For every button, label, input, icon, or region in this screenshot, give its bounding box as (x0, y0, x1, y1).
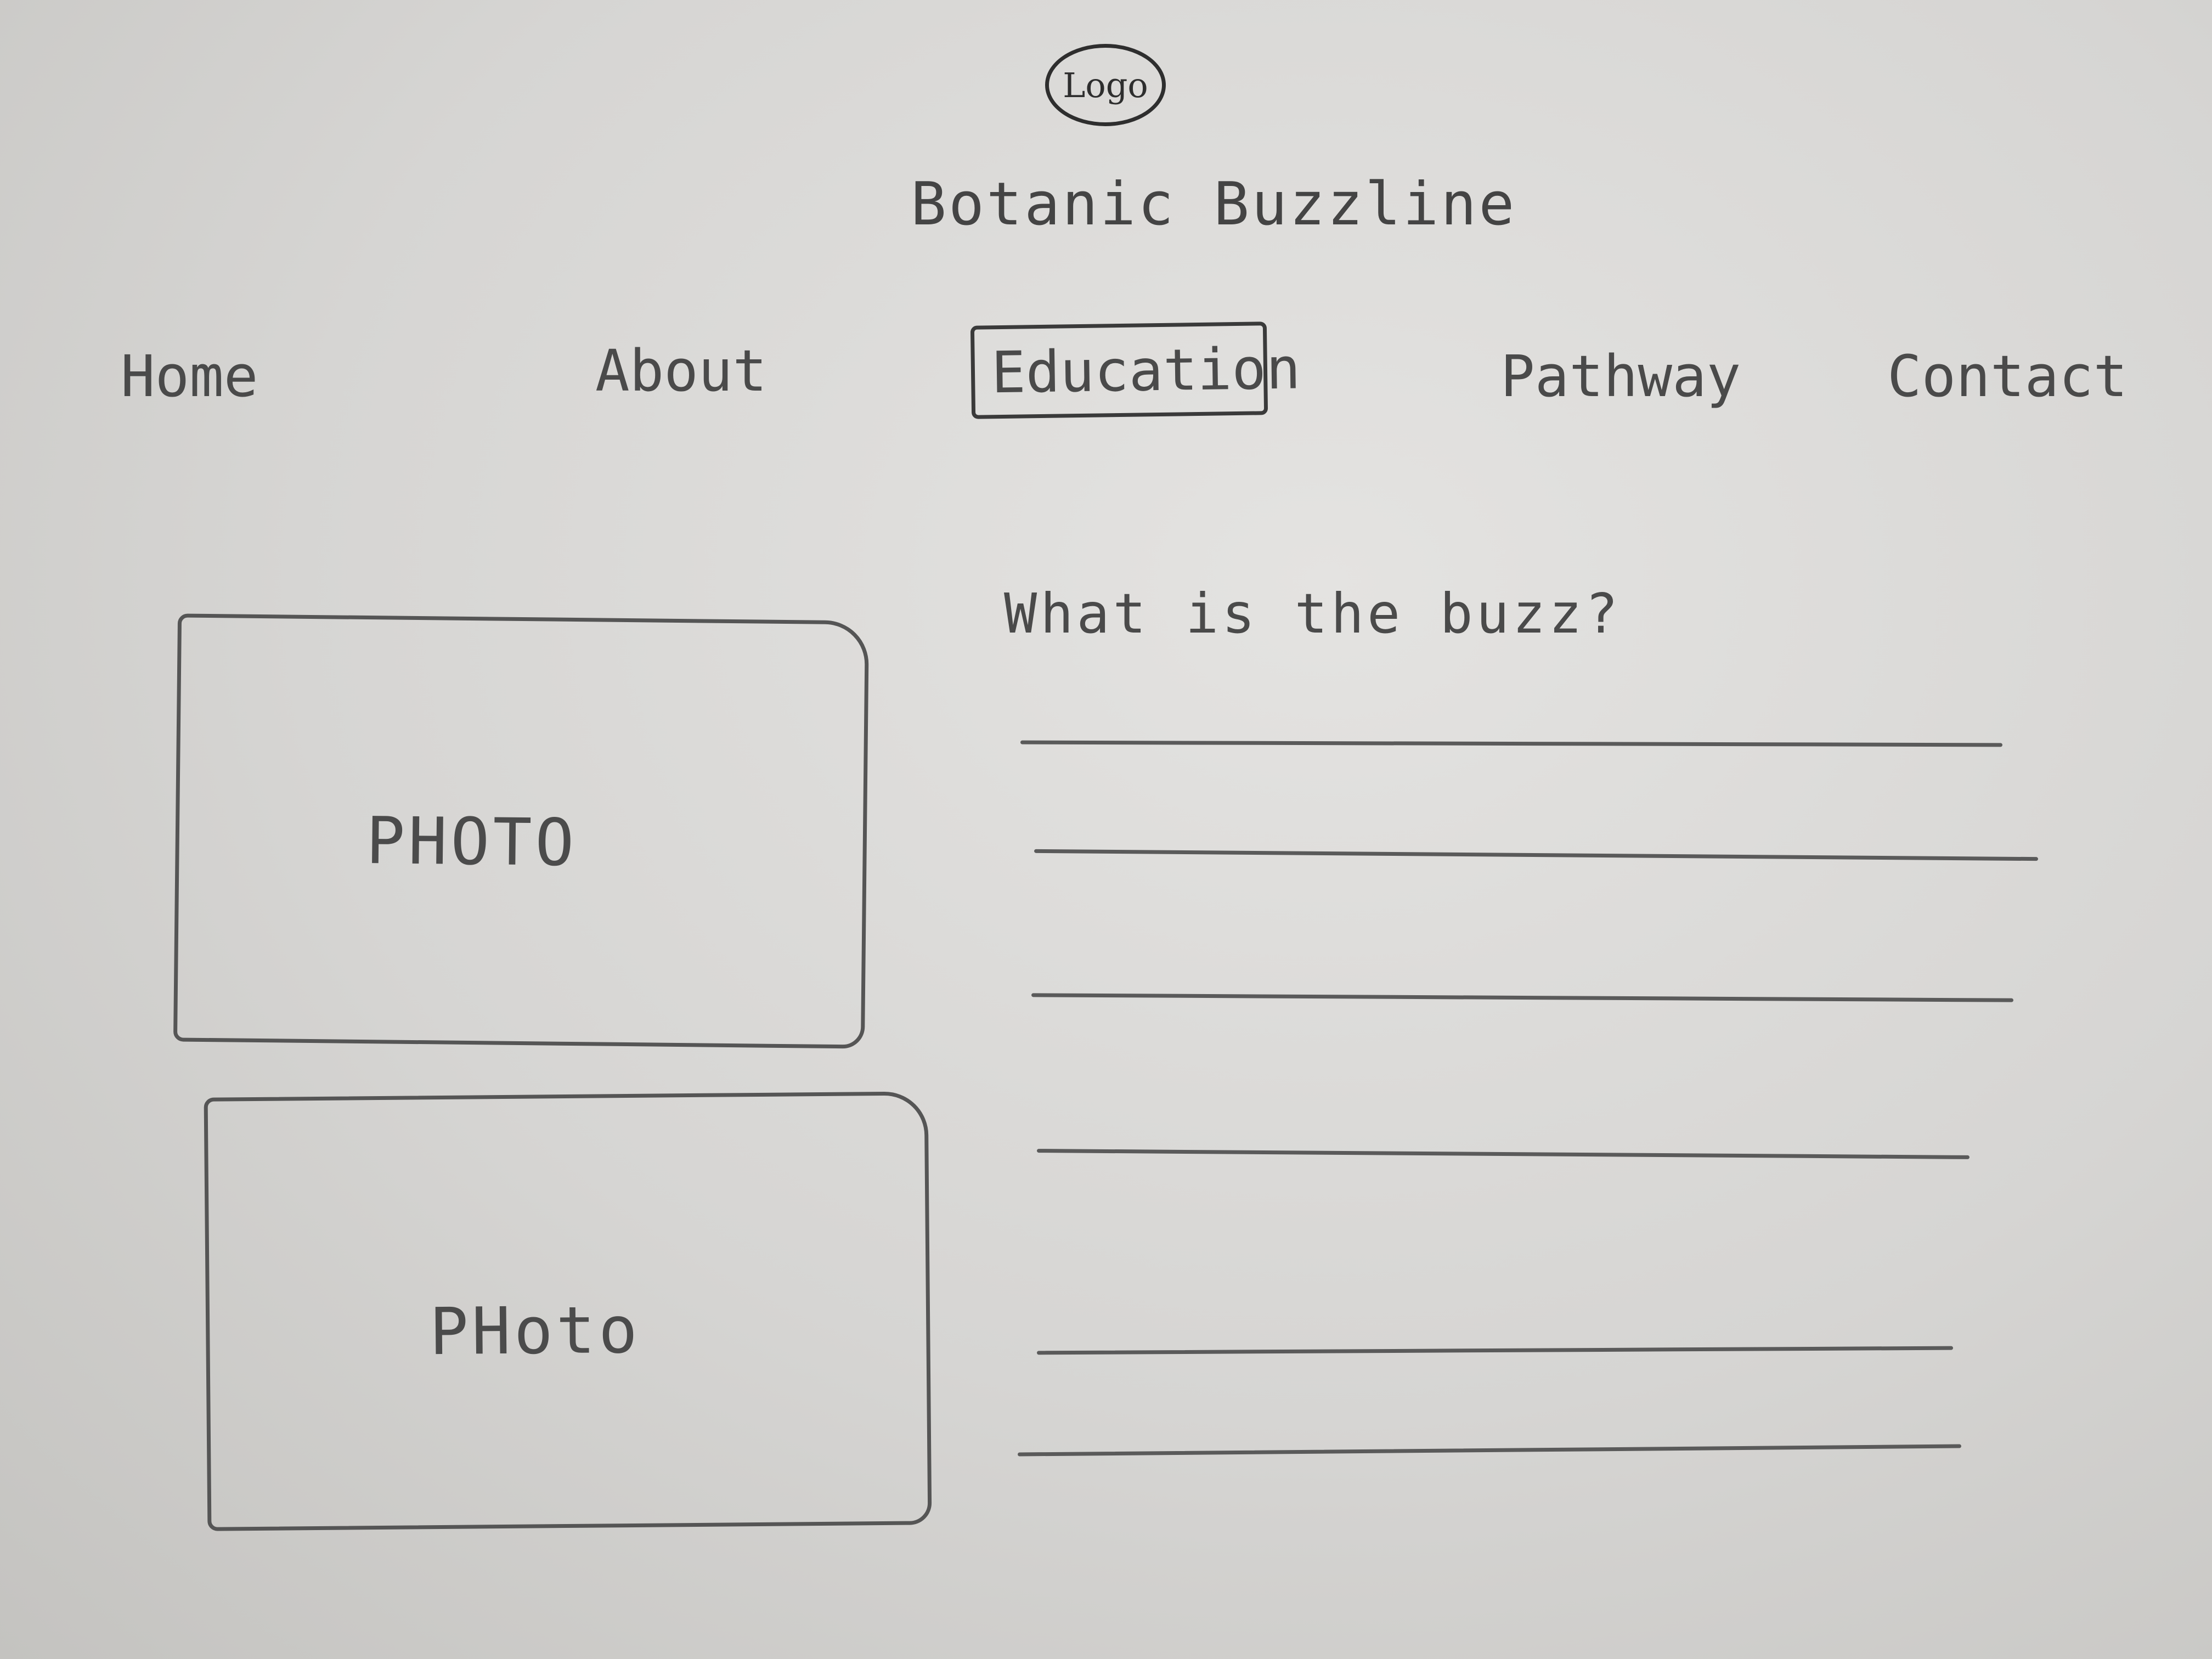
nav-about[interactable]: About (595, 337, 768, 404)
photo-label: PHOTO (365, 803, 578, 881)
text-line-placeholder (1020, 740, 2003, 747)
logo-text: Logo (1063, 65, 1148, 105)
text-line-placeholder (1031, 993, 2014, 1002)
photo-placeholder-2: PHoto (204, 1091, 932, 1531)
nav-home[interactable]: Home (121, 343, 258, 410)
logo[interactable]: Logo (1045, 44, 1166, 126)
buzz-heading: What is the buzz? (1004, 582, 1622, 646)
nav-contact[interactable]: Contact (1887, 343, 2128, 410)
nav-education-active[interactable]: Education (970, 321, 1301, 419)
text-line-placeholder (1034, 849, 2038, 861)
text-line-placeholder (1036, 1346, 1954, 1355)
photo-placeholder-1: PHOTO (173, 613, 870, 1049)
site-title: Botanic Buzzline (911, 170, 1517, 239)
text-line-placeholder (1036, 1149, 1970, 1159)
photo-label: PHoto (429, 1291, 641, 1370)
nav-pathway[interactable]: Pathway (1500, 343, 1741, 410)
text-line-placeholder (1018, 1444, 1961, 1457)
